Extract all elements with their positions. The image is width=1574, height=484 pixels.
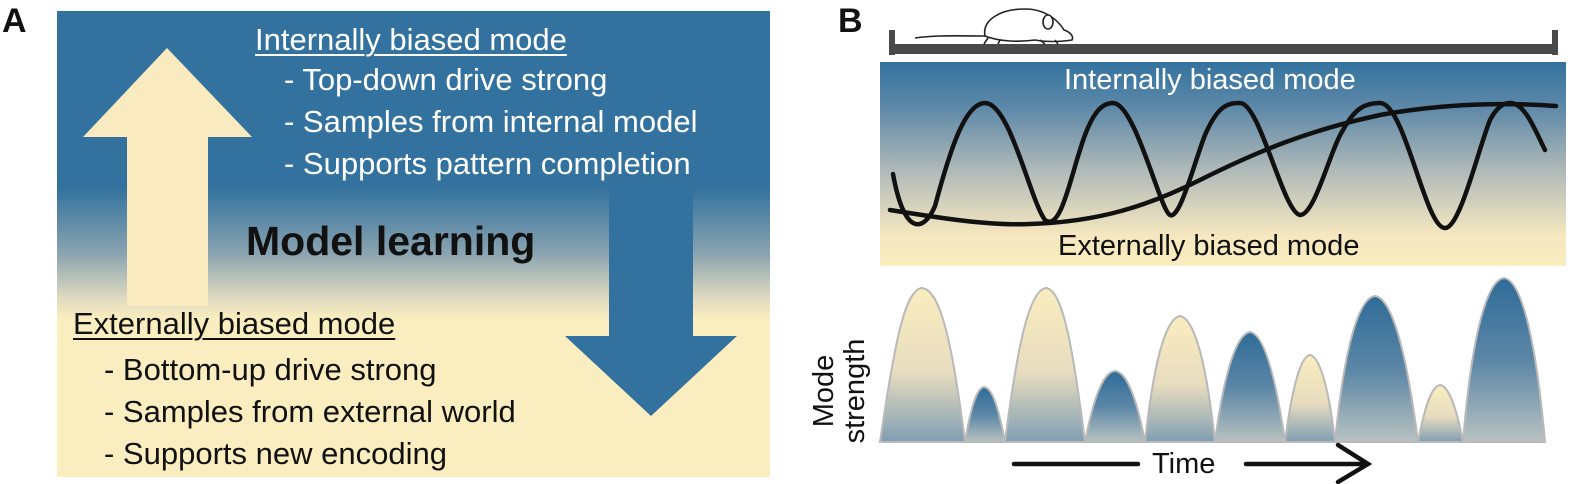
model-learning-label: Model learning (246, 218, 536, 264)
panel-b-mode-box (880, 62, 1566, 266)
external-mode-title: Externally biased mode (73, 306, 396, 341)
mode-strength-label: Mode strength (808, 321, 871, 461)
bump-7 (1283, 353, 1337, 443)
fast-oscillation-line (890, 100, 1548, 231)
slow-oscillation-line (887, 101, 1559, 227)
internal-item-3: - Supports pattern completion (284, 146, 691, 181)
track (889, 30, 1558, 55)
up-arrow (83, 48, 252, 306)
time-label: Time (1152, 448, 1216, 480)
external-item-2: - Samples from external world (104, 394, 516, 429)
bump-9 (1416, 383, 1465, 443)
panel-a-letter: A (2, 2, 27, 40)
bump-6 (1213, 330, 1287, 443)
internal-mode-title: Internally biased mode (255, 22, 567, 57)
internal-item-2: - Samples from internal model (284, 104, 698, 139)
time-arrow (1011, 442, 1373, 484)
external-item-3: - Supports new encoding (104, 436, 447, 471)
rat-icon (914, 8, 1074, 45)
internal-item-1: - Top-down drive strong (284, 62, 608, 97)
bump-3 (1003, 286, 1087, 443)
mode-strength-bumps (878, 276, 1547, 443)
external-item-1: - Bottom-up drive strong (104, 352, 437, 387)
bump-10 (1461, 276, 1547, 443)
bump-5 (1143, 314, 1217, 443)
ylabel-line-1: Mode (808, 354, 840, 428)
panel-b-letter: B (838, 2, 863, 40)
bump-2 (963, 385, 1007, 443)
bump-8 (1333, 294, 1420, 443)
bump-4 (1083, 369, 1147, 443)
ylabel-line-2: strength (839, 338, 871, 444)
panel-b-external-label: Externally biased mode (1058, 230, 1360, 262)
panel-b-internal-label: Internally biased mode (1064, 64, 1356, 96)
bump-1 (878, 286, 967, 443)
down-arrow (565, 186, 737, 416)
